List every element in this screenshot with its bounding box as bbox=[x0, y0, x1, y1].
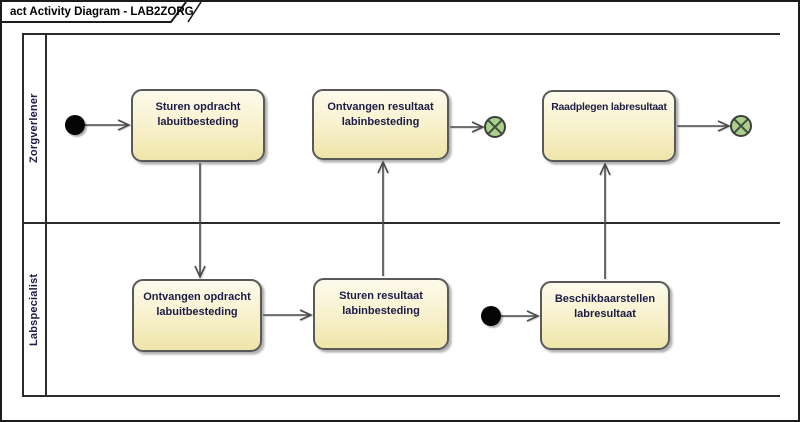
activity-ontvangen-resultaat-labinbesteding[interactable]: Ontvangen resultaat labinbesteding bbox=[312, 89, 449, 160]
edge-ontvangen-opdracht-to-sturen-resultaat[interactable] bbox=[263, 309, 313, 321]
activity-label: Sturen resultaat labinbesteding bbox=[339, 290, 423, 317]
flow-final-node[interactable] bbox=[483, 115, 509, 141]
swimlane-bottom-border bbox=[22, 395, 780, 397]
frame-title-tab bbox=[2, 2, 202, 23]
swimlane-divider bbox=[22, 222, 780, 224]
activity-label: Sturen opdracht labuitbesteding bbox=[155, 101, 241, 128]
activity-label: Raadplegen labresultaat bbox=[551, 102, 667, 113]
edge-initial-to-sturen-opdracht[interactable] bbox=[85, 119, 131, 131]
activity-label: Ontvangen resultaat labinbesteding bbox=[327, 101, 434, 128]
edge-sturen-resultaat-to-ontvangen-resultaat[interactable] bbox=[377, 160, 389, 276]
swimlane-label-divider bbox=[45, 33, 47, 395]
activity-sturen-opdracht-labuitbesteding[interactable]: Sturen opdracht labuitbesteding bbox=[131, 89, 265, 162]
activity-raadplegen-labresultaat[interactable]: Raadplegen labresultaat bbox=[542, 90, 676, 162]
swimlane-top-border bbox=[22, 33, 780, 35]
swimlane-left-border bbox=[22, 33, 24, 395]
flow-final-node[interactable] bbox=[729, 114, 755, 140]
edge-beschikbaarstellen-to-raadplegen[interactable] bbox=[599, 162, 611, 279]
activity-label: Beschikbaarstellen labresultaat bbox=[554, 293, 656, 320]
edge-initial-to-beschikbaarstellen[interactable] bbox=[501, 310, 540, 322]
diagram-title: act Activity Diagram - LAB2ZORG bbox=[10, 6, 194, 18]
activity-beschikbaarstellen-labresultaat[interactable]: Beschikbaarstellen labresultaat bbox=[540, 281, 670, 350]
edge-sturen-opdracht-to-ontvangen-opdracht[interactable] bbox=[194, 163, 206, 279]
edge-ontvangen-resultaat-to-final[interactable] bbox=[450, 121, 485, 133]
activity-label: Ontvangen opdracht labuitbesteding bbox=[143, 291, 251, 318]
activity-ontvangen-opdracht-labuitbesteding[interactable]: Ontvangen opdracht labuitbesteding bbox=[132, 279, 262, 352]
initial-node[interactable] bbox=[65, 115, 85, 135]
initial-node[interactable] bbox=[481, 306, 501, 326]
activity-sturen-resultaat-labinbesteding[interactable]: Sturen resultaat labinbesteding bbox=[313, 278, 449, 350]
edge-raadplegen-to-final[interactable] bbox=[677, 120, 731, 132]
